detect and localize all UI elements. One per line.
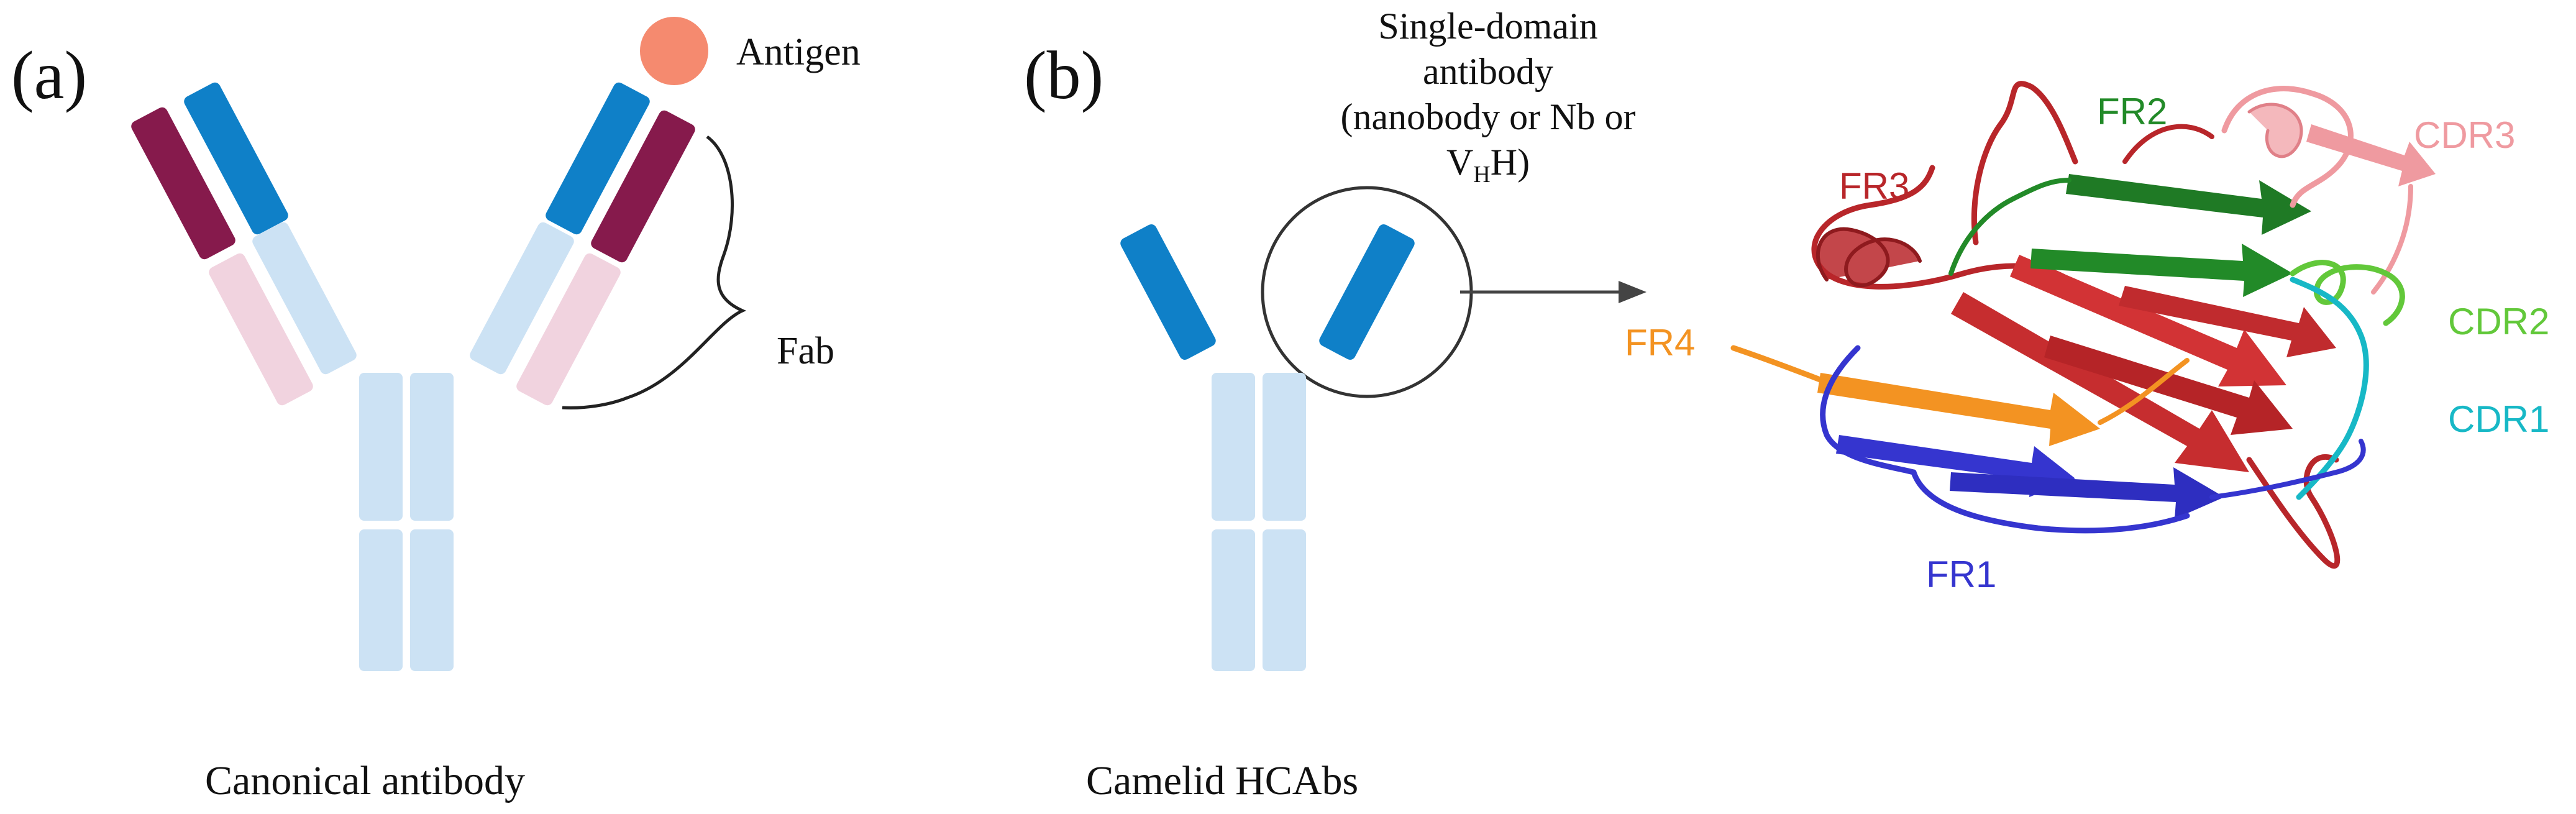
fr2-label: FR2 bbox=[2097, 91, 2167, 132]
hcab-constant-domain bbox=[1263, 373, 1306, 521]
fr3-top-loop bbox=[1971, 81, 2078, 245]
right-heavy-variable-domain bbox=[546, 82, 650, 235]
left-fab-arm bbox=[131, 82, 357, 406]
fr2-beta-strand bbox=[2066, 174, 2311, 235]
sdab-line-3: (nanobody or Nb or bbox=[1341, 96, 1636, 137]
fab-brace bbox=[562, 135, 747, 409]
fr3-helix bbox=[1816, 227, 1922, 288]
fr1-right-loop bbox=[2209, 439, 2366, 500]
right-light-constant-domain bbox=[516, 253, 621, 406]
sdab-vhh-v: V bbox=[1446, 142, 1473, 183]
fr4-tail bbox=[2098, 358, 2190, 425]
fr2-beta-strand bbox=[2030, 244, 2293, 297]
cdr3-loop bbox=[2247, 103, 2303, 158]
right-light-variable-domain bbox=[591, 110, 695, 263]
fr4-beta-strand bbox=[1817, 373, 2100, 446]
cdr1-label: CDR1 bbox=[2448, 398, 2549, 440]
single-domain-antibody-label: Single-domain antibody (nanobody or Nb o… bbox=[1341, 6, 1636, 188]
fr4-label: FR4 bbox=[1625, 322, 1695, 364]
panel-b-caption: Camelid HCAbs bbox=[1086, 758, 1358, 803]
fr1-label: FR1 bbox=[1926, 554, 1996, 595]
panel-a-caption: Canonical antibody bbox=[205, 758, 525, 803]
antigen-label: Antigen bbox=[736, 31, 861, 73]
cdr2-label: CDR2 bbox=[2448, 301, 2549, 342]
fc-stem bbox=[359, 373, 454, 671]
arrow-head-icon bbox=[1619, 281, 1647, 303]
fr1-loop bbox=[1820, 345, 1917, 475]
protein-region-labels: FR3 FR2 CDR3 CDR2 CDR1 FR4 FR1 bbox=[1625, 91, 2549, 595]
panel-b-label: (b) bbox=[1024, 37, 1103, 113]
fr2-loop bbox=[1948, 178, 2071, 276]
sdab-line-4: VHH) bbox=[1446, 142, 1530, 188]
cdr3-tail bbox=[2371, 184, 2413, 295]
fr3-label: FR3 bbox=[1839, 165, 1909, 207]
cdr3-loop bbox=[2221, 86, 2354, 208]
hcab-stem bbox=[1212, 373, 1306, 671]
fr3-beta-strand bbox=[2010, 255, 2286, 386]
left-heavy-constant-domain bbox=[252, 222, 357, 375]
cdr3-label: CDR3 bbox=[2414, 114, 2515, 156]
fr3-beta-strand bbox=[2119, 286, 2336, 357]
cdr1-loop bbox=[2290, 277, 2369, 500]
fc-domain bbox=[410, 529, 454, 671]
fr1-beta-strand bbox=[1950, 467, 2224, 519]
left-light-constant-domain bbox=[209, 253, 313, 406]
antigen-circle bbox=[640, 17, 708, 85]
sdab-line-2: antibody bbox=[1423, 51, 1553, 92]
hcab-right-vhh-domain bbox=[1319, 224, 1415, 360]
left-heavy-variable-domain bbox=[184, 82, 288, 235]
fr4-loop bbox=[1730, 345, 1830, 385]
fr3-bottom-loop bbox=[2246, 454, 2341, 569]
sdab-vhh-sub: H bbox=[1473, 162, 1490, 188]
fr1-beta-strand bbox=[1836, 435, 2075, 497]
fc-domain bbox=[359, 529, 403, 671]
sdab-line-1: Single-domain bbox=[1378, 6, 1597, 47]
fc-domain bbox=[410, 373, 454, 521]
cdr2-loop bbox=[2290, 260, 2405, 326]
panel-a-label: (a) bbox=[11, 37, 87, 113]
cdr3-beta-strand bbox=[2306, 124, 2436, 186]
fr3-beta-strand bbox=[2044, 336, 2293, 435]
panel-b: (b) Single-domain antibody (nanobody or … bbox=[1024, 6, 1647, 803]
fr1-bottom-loop bbox=[1911, 469, 2190, 534]
fc-domain bbox=[359, 373, 403, 521]
panel-a: (a) Antigen Fab Canonical antibod bbox=[11, 17, 861, 803]
hcab-constant-domain bbox=[1212, 529, 1255, 671]
right-fab-arm bbox=[470, 82, 695, 406]
right-heavy-constant-domain bbox=[470, 222, 574, 375]
nanobody-ribbon-structure bbox=[1730, 81, 2436, 569]
fr3-beta-strand bbox=[1951, 292, 2249, 472]
hcab-left-vhh-domain bbox=[1120, 224, 1216, 360]
hcab-constant-domain bbox=[1263, 529, 1306, 671]
fab-label: Fab bbox=[777, 330, 834, 372]
hcab-constant-domain bbox=[1212, 373, 1255, 521]
left-light-variable-domain bbox=[131, 107, 235, 260]
fr2-top-loop bbox=[2122, 124, 2214, 164]
sdab-vhh-end: H) bbox=[1491, 142, 1530, 183]
